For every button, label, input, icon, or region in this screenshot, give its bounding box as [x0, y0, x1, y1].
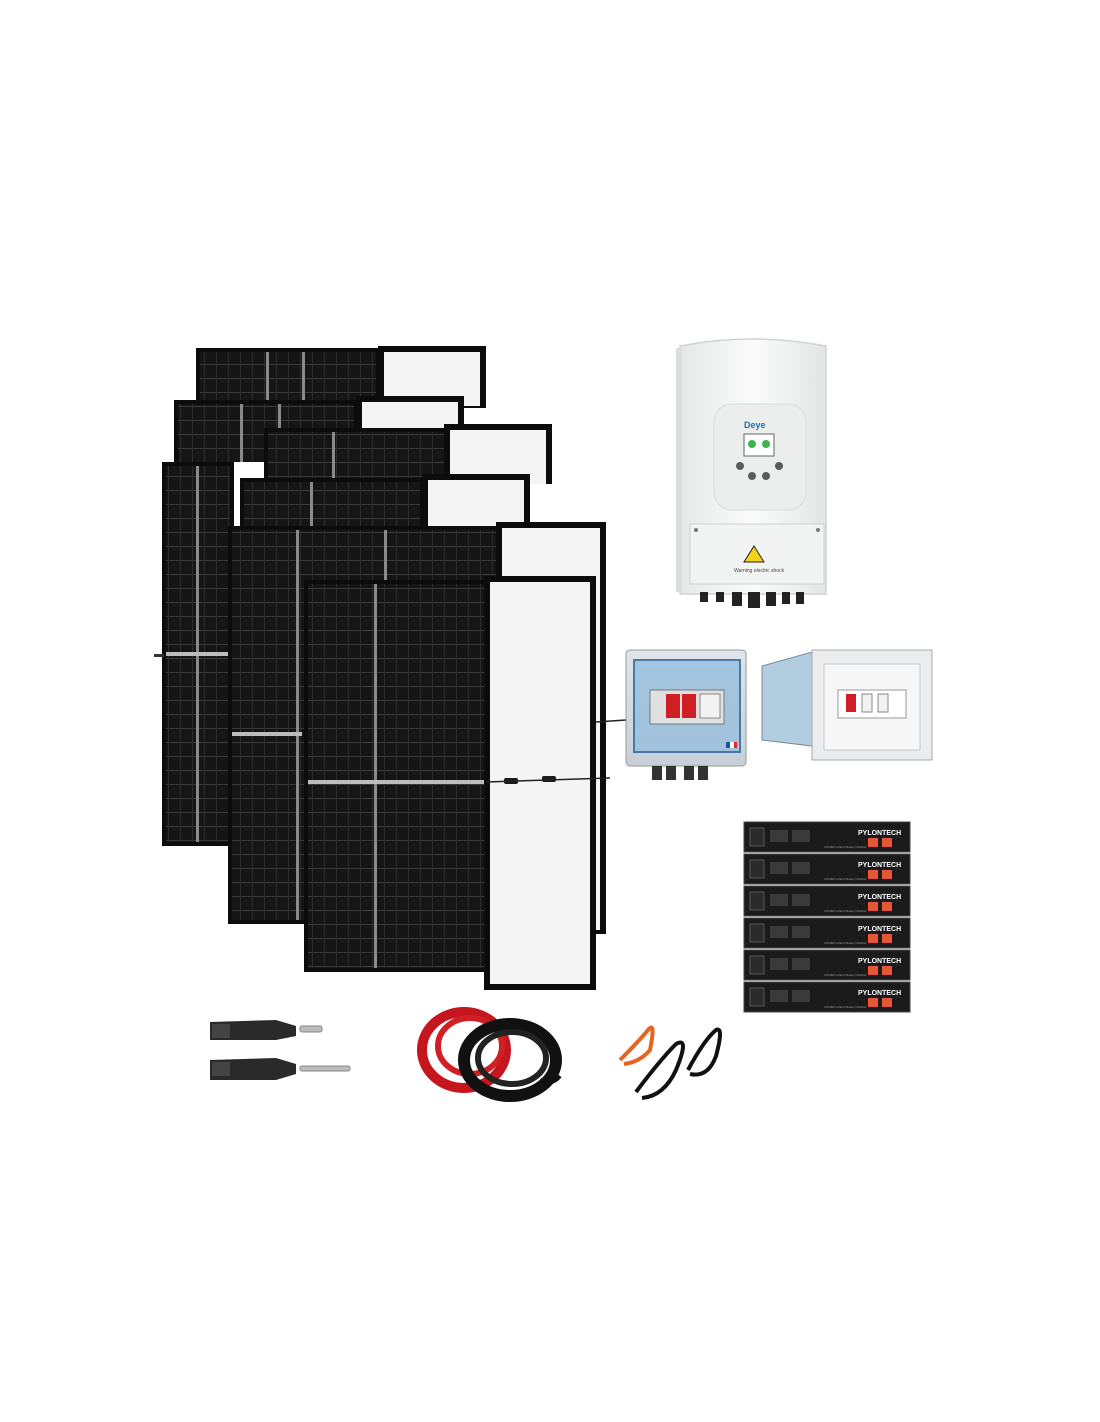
battery-brand-label: PYLONTECH — [858, 862, 901, 869]
battery-terminal — [882, 934, 892, 943]
dc-protection-box — [625, 649, 747, 780]
ac-protection-box — [761, 649, 933, 761]
solar-cable-coils — [417, 1007, 562, 1102]
inverter-connectors — [700, 592, 804, 608]
battery-terminal — [882, 838, 892, 847]
inverter-button — [762, 472, 770, 480]
solar-panel — [240, 474, 530, 534]
battery-brand-label: PYLONTECH — [858, 958, 901, 965]
battery-module: PYLONTECH US5000 Lithium Battery Module — [743, 821, 911, 853]
battery-brand-label: PYLONTECH — [858, 990, 901, 997]
inverter-button — [736, 462, 744, 470]
battery-module: PYLONTECH US5000 Lithium Battery Module — [743, 853, 911, 885]
inverter-warning-label: Warning electric shock — [734, 568, 785, 574]
battery-terminal — [868, 998, 878, 1007]
battery-brand-label: PYLONTECH — [858, 926, 901, 933]
battery-terminal — [882, 902, 892, 911]
battery-module-label: US5000 Lithium Battery Module — [824, 973, 867, 977]
battery-module: PYLONTECH US5000 Lithium Battery Module — [743, 949, 911, 981]
battery-module-label: US5000 Lithium Battery Module — [824, 941, 867, 945]
inverter-button — [775, 462, 783, 470]
battery-module-label: US5000 Lithium Battery Module — [824, 877, 867, 881]
hybrid-inverter: Deye Warning electric shock — [676, 338, 827, 608]
battery-terminal — [868, 838, 878, 847]
warning-triangle-icon — [743, 545, 765, 563]
battery-terminal — [868, 966, 878, 975]
solar-panel-stack — [154, 346, 627, 990]
solar-panel — [304, 576, 627, 990]
battery-terminal — [868, 870, 878, 879]
battery-brand-label: PYLONTECH — [858, 830, 901, 837]
battery-module-label: US5000 Lithium Battery Module — [824, 845, 867, 849]
battery-terminal — [882, 966, 892, 975]
battery-terminal — [868, 934, 878, 943]
mc4-connectors — [210, 1020, 351, 1080]
battery-terminal — [882, 870, 892, 879]
battery-cables — [618, 1025, 722, 1100]
battery-module: PYLONTECH US5000 Lithium Battery Module — [743, 981, 911, 1013]
battery-module: PYLONTECH US5000 Lithium Battery Module — [743, 917, 911, 949]
battery-module-label: US5000 Lithium Battery Module — [824, 1005, 867, 1009]
battery-terminal — [868, 902, 878, 911]
battery-brand-label: PYLONTECH — [858, 894, 901, 901]
inverter-button — [748, 472, 756, 480]
inverter-brand: Deye — [744, 420, 766, 430]
battery-module-label: US5000 Lithium Battery Module — [824, 909, 867, 913]
battery-module: PYLONTECH US5000 Lithium Battery Module — [743, 885, 911, 917]
solar-panel — [196, 346, 486, 408]
battery-terminal — [882, 998, 892, 1007]
solar-panel — [154, 462, 234, 846]
